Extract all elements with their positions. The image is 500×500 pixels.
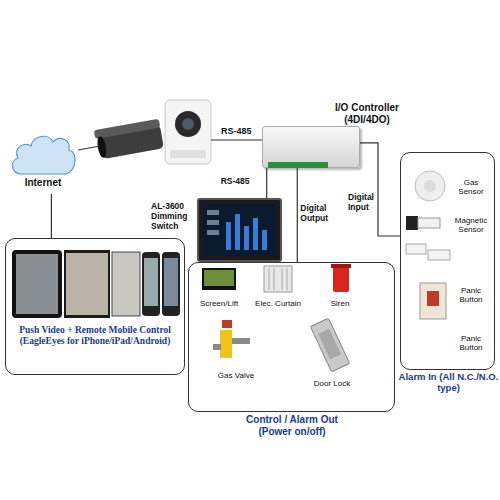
node-text: Door Lock [303,379,361,388]
device-item: Elec. Curtain [250,264,306,308]
camera-lens-glass [182,118,194,130]
rs485-wire [211,139,262,140]
node-text: Screen/Lift [193,299,245,308]
node-text: I/O Controller (4DI/4DO) [325,102,409,125]
dimming-switch: AL-3600 Dimming Switch [197,198,282,262]
edge-label: Digital Output [300,204,332,224]
signal-wire [297,168,298,262]
node-text: Elec. Curtain [250,299,306,308]
camera-body [165,100,211,164]
node-text: Alarm In (All N.C./N.O. type) [397,372,500,394]
device-item: Screen/Lift [193,264,245,308]
alarm-group: Alarm In (All N.C./N.O. type)Gas SensorM… [400,152,495,370]
cube-camera [165,100,211,164]
camera-lens [96,135,108,158]
io-controller: I/O Controller (4DI/4DO) [262,126,360,168]
edge-label: Digital Input [348,193,380,213]
control-group: Control / Alarm Out (Power on/off)Screen… [188,262,395,412]
node-text: Siren [315,299,365,308]
signal-label: RS-485 [221,126,252,136]
camera-hood [94,119,161,139]
mobile-panel: Push Video + Remote Mobile Control (Eagl… [5,238,185,375]
camera-body [99,125,164,159]
signal-wire [360,143,400,236]
bullet-camera [94,119,164,160]
camera-base [170,150,206,158]
node-text: Push Video + Remote Mobile Control (Eagl… [10,325,180,347]
node-text: Panic Button [454,334,488,352]
sensor-item: Panic Button [451,330,491,356]
node-text: Control / Alarm Out (Power on/off) [234,414,350,437]
cloud-node: Internet [8,128,78,176]
sensor-item: Panic Button [451,282,491,308]
node-text: AL-3600 Dimming Switch [151,202,197,231]
node-text: Panic Button [454,286,488,304]
network-wire [78,146,100,150]
device-item: Door Lock [303,318,361,388]
signal-wire [266,168,267,198]
node-text: Internet [8,177,78,189]
cloud-outline [8,128,78,176]
device-item: Siren [315,264,365,308]
camera-lens [175,111,201,137]
device-item: Gas Valve [208,316,264,380]
cloud-shape [12,136,75,174]
sensor-item: Magnetic Sensor [451,212,491,238]
edge-label: RS-485 [221,177,267,187]
node-text: Gas Sensor [454,178,488,196]
node-text: Magnetic Sensor [452,216,490,234]
sensor-item: Gas Sensor [451,174,491,200]
node-text: Gas Valve [208,371,264,380]
signal-wire [51,194,52,238]
